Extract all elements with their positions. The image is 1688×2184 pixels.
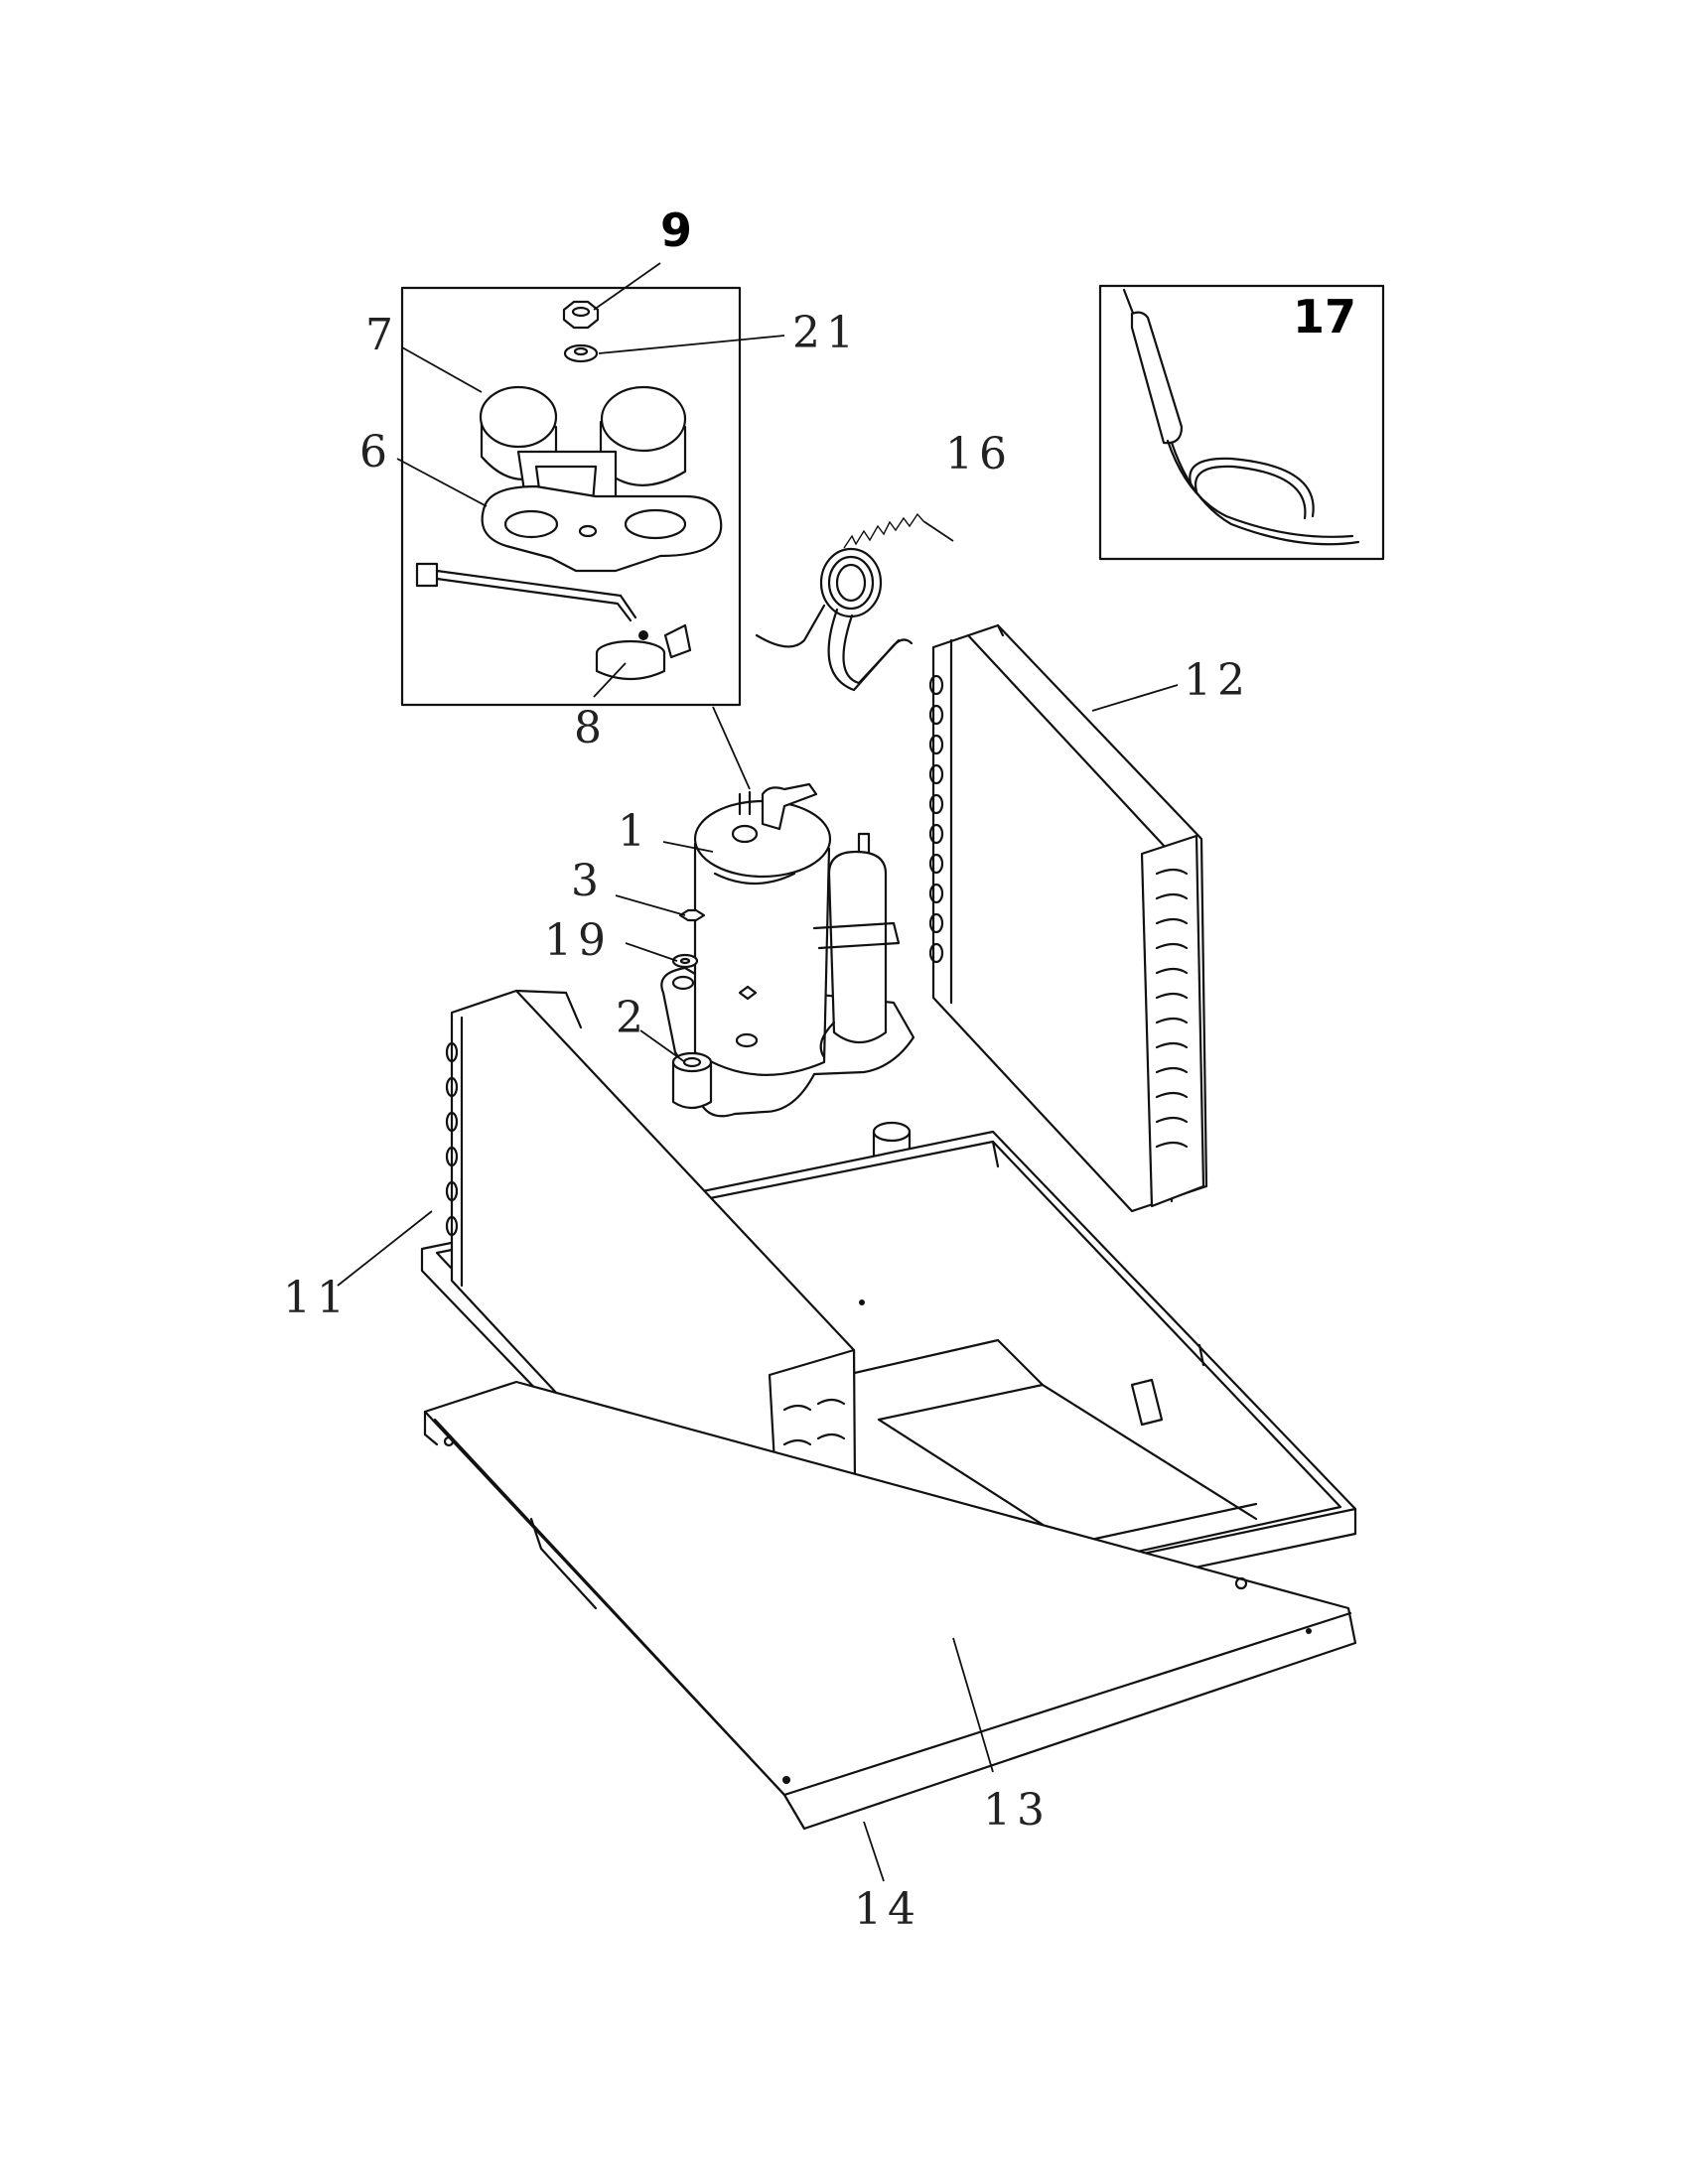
part-9-nut [562, 300, 600, 330]
callout-12: 12 [1184, 655, 1251, 706]
part-19-washer [671, 953, 699, 969]
overload-assembly-inset-frame [400, 286, 742, 707]
leader-lines [337, 262, 1179, 1882]
part-14-outer-base [423, 1380, 1357, 1831]
part-17-thermistor-sensor [1122, 288, 1360, 546]
callout-13: 13 [983, 1785, 1051, 1836]
part-12-evaporator-coil [928, 623, 1208, 1213]
part-17-inset-frame [1098, 284, 1385, 561]
part-6-overload-plate [481, 484, 723, 573]
callout-16: 16 [945, 429, 1013, 479]
callout-17: 17 [1293, 290, 1356, 343]
part-16-capillary-tube [755, 512, 924, 692]
part-8-thermal-protector [415, 562, 692, 681]
part-2-grommet [671, 1051, 713, 1110]
callout-6: 6 [359, 427, 393, 478]
callout-9: 9 [660, 204, 692, 257]
callout-1: 1 [618, 806, 651, 857]
callout-3: 3 [571, 856, 605, 906]
part-21-washer [563, 343, 599, 363]
callout-14: 14 [854, 1884, 921, 1935]
callout-8: 8 [574, 703, 608, 753]
callout-11: 11 [283, 1273, 351, 1323]
callout-19: 19 [544, 915, 612, 966]
callout-21: 21 [792, 308, 860, 358]
part-7-overload-cover [479, 385, 687, 538]
callout-2: 2 [616, 993, 649, 1043]
callout-7: 7 [365, 310, 399, 360]
part-1-compressor [660, 782, 915, 1118]
part-3-nut [678, 908, 706, 922]
